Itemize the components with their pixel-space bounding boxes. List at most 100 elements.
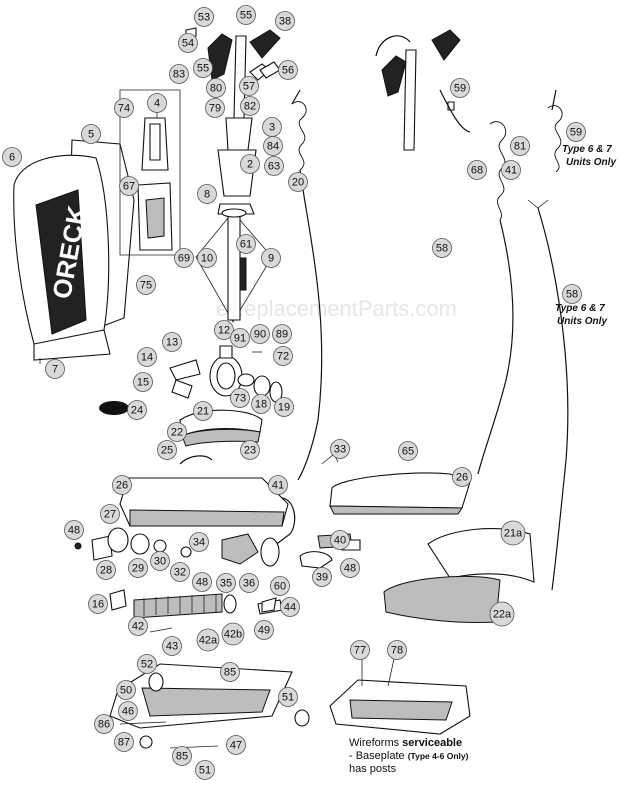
power-cord-left xyxy=(291,89,323,481)
type67-note-a-line1: Type 6 & 7 xyxy=(562,144,612,155)
callout-label: 69 xyxy=(178,253,190,265)
callout-54: 54 xyxy=(178,33,198,53)
callout-label: 89 xyxy=(276,329,288,341)
callout-label: 63 xyxy=(268,161,280,173)
callout-label: 28 xyxy=(100,565,112,577)
callout-33: 33 xyxy=(330,439,350,459)
swivel-joint-drawing xyxy=(99,345,283,415)
callout-46: 46 xyxy=(118,701,138,721)
callout-81: 81 xyxy=(510,136,530,156)
callout-label: 23 xyxy=(244,445,256,457)
callout-label: 26 xyxy=(456,472,468,484)
main-housing-drawing xyxy=(119,477,296,547)
callout-label: 82 xyxy=(244,101,256,113)
callout-2: 2 xyxy=(240,154,260,174)
callout-63: 63 xyxy=(264,156,284,176)
callout-label: 39 xyxy=(316,572,328,584)
callout-49: 49 xyxy=(254,620,274,640)
callout-label: 42a xyxy=(199,635,218,647)
callout-label: 35 xyxy=(220,578,232,590)
callout-27: 27 xyxy=(100,504,120,524)
callout-22a: 22a xyxy=(489,601,515,627)
callout-label: 75 xyxy=(140,280,152,292)
callout-23: 23 xyxy=(240,440,260,460)
callout-label: 34 xyxy=(193,537,205,549)
callout-25: 25 xyxy=(157,440,177,460)
callout-55b: 55 xyxy=(193,58,213,78)
callout-label: 38 xyxy=(279,16,291,28)
callout-label: 79 xyxy=(209,103,221,115)
caption-line1-prefix: Wireforms xyxy=(349,737,403,749)
callout-15: 15 xyxy=(133,372,153,392)
callout-label: 47 xyxy=(230,740,242,752)
callout-68: 68 xyxy=(467,160,487,180)
callout-19: 19 xyxy=(274,397,294,417)
callout-label: 51 xyxy=(282,692,294,704)
callout-14: 14 xyxy=(137,347,157,367)
callout-21: 21 xyxy=(193,401,213,421)
caption-line-2: - Baseplate (Type 4-6 Only) xyxy=(349,750,468,763)
callout-5: 5 xyxy=(81,124,101,144)
callout-34: 34 xyxy=(189,532,209,552)
callout-67: 67 xyxy=(119,176,139,196)
type67-note-a-line2: Units Only xyxy=(566,157,616,168)
type67-note-b-line1: Type 6 & 7 xyxy=(555,303,605,314)
type67-note-b-line2: Units Only xyxy=(557,316,607,327)
callout-label: 41 xyxy=(505,165,517,177)
caption-line-1: Wireforms serviceable xyxy=(349,737,468,750)
callout-47: 47 xyxy=(226,735,246,755)
callout-75: 75 xyxy=(136,275,156,295)
callout-label: 33 xyxy=(334,444,346,456)
callout-74: 74 xyxy=(114,98,134,118)
callout-label: 5 xyxy=(88,129,94,141)
callout-label: 48 xyxy=(196,577,208,589)
callout-51a: 51 xyxy=(278,687,298,707)
callout-20: 20 xyxy=(288,172,308,192)
callout-22: 22 xyxy=(167,422,187,442)
callout-label: 77 xyxy=(354,645,366,657)
callout-label: 44 xyxy=(284,602,296,614)
callout-label: 51 xyxy=(199,765,211,777)
callout-label: 7 xyxy=(52,364,58,376)
callout-73: 73 xyxy=(230,388,250,408)
callout-26b: 26 xyxy=(452,467,472,487)
callout-label: 85 xyxy=(224,667,236,679)
callout-35: 35 xyxy=(216,573,236,593)
callout-40: 40 xyxy=(330,530,350,550)
callout-label: 84 xyxy=(267,141,279,153)
callout-label: 40 xyxy=(334,535,346,547)
callout-label: 87 xyxy=(118,737,130,749)
callout-label: 26 xyxy=(116,480,128,492)
callout-label: 13 xyxy=(166,337,178,349)
callout-78: 78 xyxy=(387,640,407,660)
callout-label: 73 xyxy=(234,393,246,405)
callout-55a: 55 xyxy=(236,5,256,25)
callout-label: 43 xyxy=(166,641,178,653)
callout-60: 60 xyxy=(270,576,290,596)
callout-59a: 59 xyxy=(450,78,470,98)
callout-84: 84 xyxy=(263,136,283,156)
callout-label: 90 xyxy=(254,329,266,341)
callout-42: 42 xyxy=(128,616,148,636)
callout-41b: 41 xyxy=(501,160,521,180)
callout-label: 29 xyxy=(132,563,144,575)
callout-label: 58 xyxy=(436,243,448,255)
callout-59b: 59 xyxy=(566,122,586,142)
callout-30: 30 xyxy=(150,551,170,571)
callout-label: 20 xyxy=(292,177,304,189)
callout-48b: 48 xyxy=(192,572,212,592)
callout-38: 38 xyxy=(275,11,295,31)
callout-label: 55 xyxy=(240,10,252,22)
callout-12: 12 xyxy=(214,320,234,340)
callout-18: 18 xyxy=(251,394,271,414)
callout-57: 57 xyxy=(239,76,259,96)
callout-label: 27 xyxy=(104,509,116,521)
callout-label: 54 xyxy=(182,38,194,50)
callout-65: 65 xyxy=(398,441,418,461)
callout-label: 53 xyxy=(198,12,210,24)
callout-label: 30 xyxy=(154,556,166,568)
callout-58b: 58 xyxy=(562,284,582,304)
callout-21a: 21a xyxy=(500,520,526,546)
callout-label: 91 xyxy=(234,333,246,345)
callout-label: 6 xyxy=(9,152,15,164)
